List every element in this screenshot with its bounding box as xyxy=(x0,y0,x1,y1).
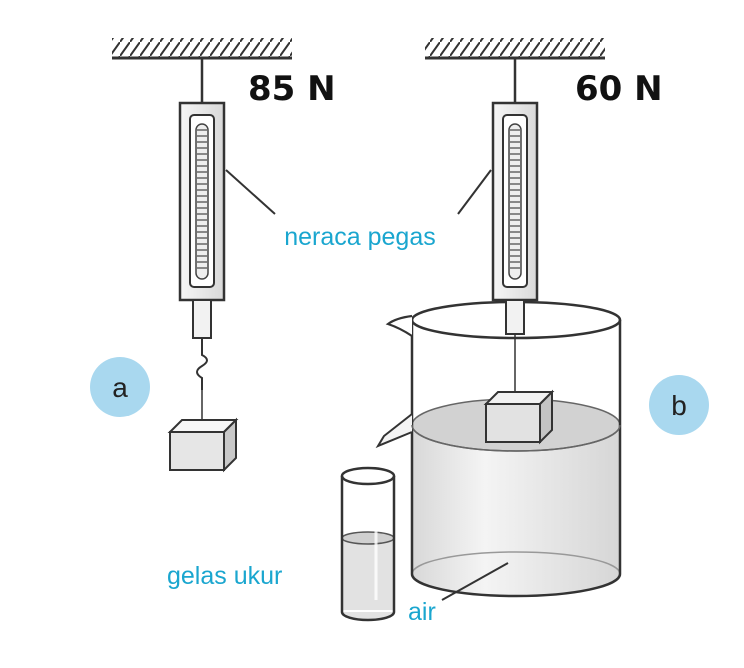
block-b xyxy=(483,389,555,445)
label-water: air xyxy=(408,562,509,626)
marker-a-label: a xyxy=(112,372,128,403)
setup-a: 85 N a xyxy=(90,38,336,473)
spring-balance-label: neraca pegas xyxy=(284,223,436,251)
label-measuring-cylinder: gelas ukur xyxy=(167,562,282,590)
label-spring-balance: neraca pegas xyxy=(225,169,492,251)
marker-a: a xyxy=(90,357,150,417)
reading-a: 85 N xyxy=(248,69,336,109)
beaker xyxy=(375,300,622,598)
spring-balance-b xyxy=(491,101,539,392)
marker-b-label: b xyxy=(671,390,687,421)
marker-b: b xyxy=(649,375,709,435)
water-label: air xyxy=(408,598,436,626)
measuring-cylinder-label: gelas ukur xyxy=(167,562,282,590)
reading-b: 60 N xyxy=(575,69,663,109)
measuring-cylinder xyxy=(340,466,396,622)
setup-b: 60 N b xyxy=(375,38,709,598)
block-a xyxy=(167,417,239,473)
spring-balance-a xyxy=(178,101,226,422)
ceiling-b xyxy=(425,38,605,60)
ceiling-a xyxy=(112,38,292,60)
